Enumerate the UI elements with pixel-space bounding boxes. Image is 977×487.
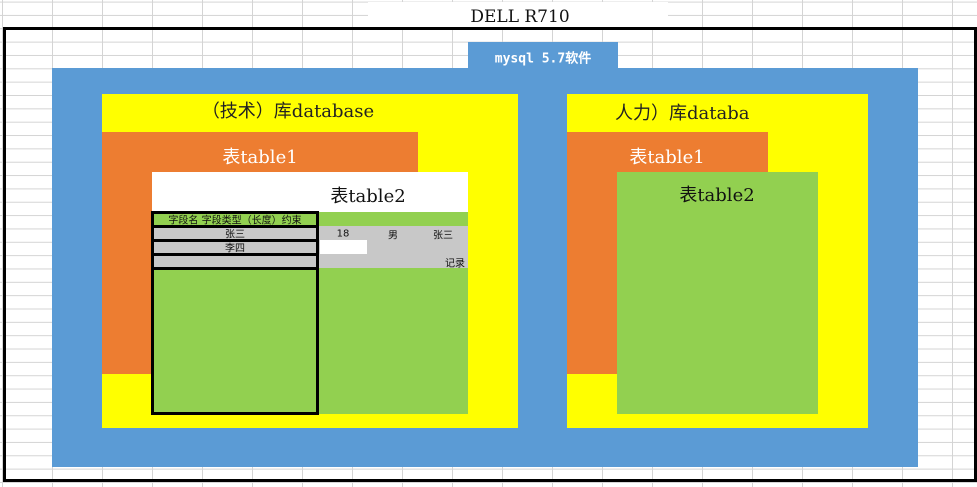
row1-sex: 男 bbox=[388, 230, 398, 242]
row1-name: 张三 bbox=[225, 229, 245, 241]
row3-note: 记录 bbox=[445, 258, 465, 270]
title-cell bbox=[368, 2, 668, 28]
hr-table2-label: 表table2 bbox=[679, 185, 755, 206]
tech-database-title: （技术）库database bbox=[201, 101, 375, 122]
white-cell bbox=[320, 240, 367, 254]
row1-name2: 张三 bbox=[433, 230, 453, 242]
row-divider bbox=[151, 239, 319, 242]
sheet-title: DELL R710 bbox=[470, 7, 570, 27]
row-divider bbox=[151, 253, 319, 256]
row1-age: 18 bbox=[336, 228, 350, 240]
row-divider bbox=[151, 267, 319, 270]
software-label: mysql 5.7软件 bbox=[494, 51, 592, 67]
hr-table2 bbox=[617, 172, 818, 414]
hr-database-title: 人力）库databa bbox=[615, 103, 750, 124]
hr-table1-label: 表table1 bbox=[629, 147, 705, 168]
grey-rows bbox=[152, 226, 468, 268]
row2-name: 李四 bbox=[225, 243, 245, 255]
row-divider bbox=[151, 225, 319, 228]
tech-table1-label: 表table1 bbox=[222, 147, 298, 168]
software-label-box bbox=[468, 42, 618, 69]
field-column bbox=[151, 211, 319, 415]
hr-database-title-clip: 人力）库databa bbox=[567, 98, 768, 124]
field-header: 字段名 字段类型（长度）约束 bbox=[168, 215, 302, 227]
tech-table2-label: 表table2 bbox=[330, 186, 406, 207]
server-border bbox=[3, 27, 977, 482]
tech-table2-header bbox=[152, 172, 468, 212]
